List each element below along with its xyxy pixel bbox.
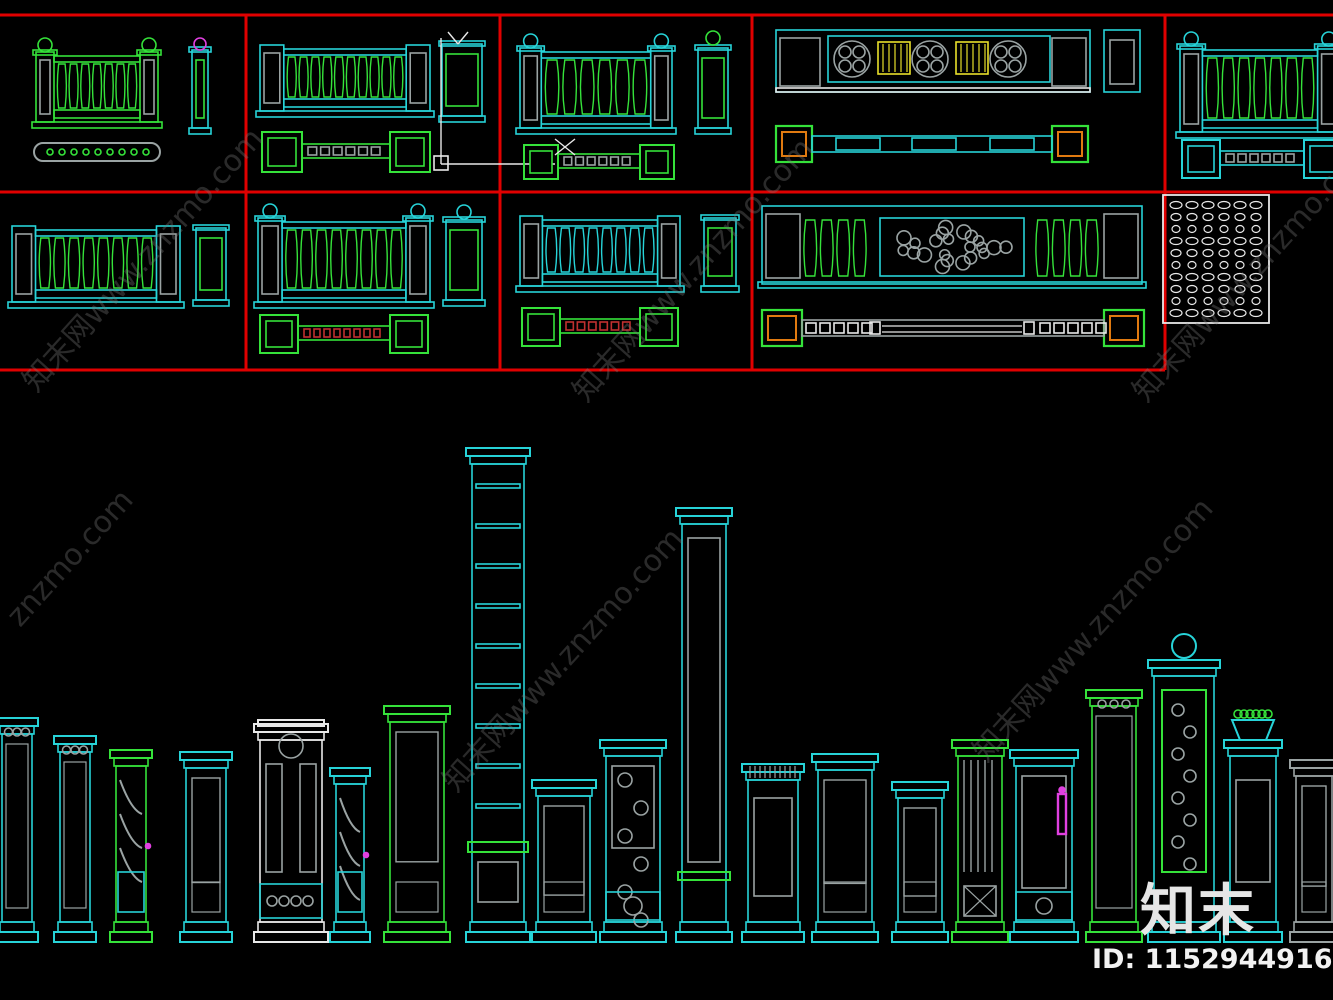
panel-3-cross	[554, 138, 576, 156]
panel-1-plan	[33, 142, 161, 162]
column-13	[811, 753, 879, 943]
column-7	[383, 705, 451, 943]
panel-7-post-cap	[456, 204, 472, 220]
panel-7-post	[442, 216, 486, 307]
column-10	[599, 739, 667, 943]
panel-3-post-cap	[705, 30, 721, 46]
column-1	[0, 717, 39, 943]
column-9	[531, 779, 597, 943]
panel-6-post	[192, 224, 230, 307]
column-4	[179, 751, 233, 943]
column-8	[465, 447, 531, 943]
panel-8-post	[700, 214, 740, 293]
panel-2-railing	[255, 44, 435, 118]
column-11	[675, 507, 733, 943]
panel-9-railing	[757, 205, 1147, 289]
ornament-legend-icon	[1162, 194, 1270, 324]
column-19	[1223, 709, 1283, 943]
column-17	[1085, 689, 1143, 943]
panel-5-railing	[1175, 31, 1333, 139]
panel-3-plan	[523, 144, 675, 180]
column-16	[1009, 749, 1079, 943]
column-6	[329, 767, 371, 943]
panel-7-railing	[253, 203, 435, 309]
panel-grid-frame	[0, 13, 1333, 372]
image-id-label: ID: 1152944916	[1092, 944, 1333, 975]
column-3	[109, 749, 153, 943]
panel-7-plan	[259, 314, 429, 354]
panel-3-railing	[515, 33, 677, 135]
brand-logo: 知末	[1140, 879, 1256, 944]
column-20	[1289, 759, 1333, 943]
panel-3-post	[694, 44, 732, 135]
panel-4-plan	[774, 124, 1090, 164]
panel-2-post	[438, 40, 486, 123]
column-15	[951, 739, 1009, 943]
panel-2-plan	[261, 131, 431, 173]
column-14	[891, 781, 949, 943]
panel-1-railing	[31, 37, 163, 129]
panel-4-railing	[775, 29, 1141, 93]
column-12	[741, 763, 805, 943]
panel-8-railing	[515, 215, 685, 293]
panel-1-post-cap	[193, 37, 207, 51]
panel-8-plan	[521, 307, 679, 347]
panel-5-plan	[1181, 139, 1333, 179]
column-5	[253, 719, 329, 943]
panel-6-railing	[7, 225, 185, 309]
column-2	[53, 735, 97, 943]
column-18	[1147, 633, 1221, 943]
panel-1-post	[188, 46, 212, 135]
panel-9-plan	[760, 308, 1146, 348]
